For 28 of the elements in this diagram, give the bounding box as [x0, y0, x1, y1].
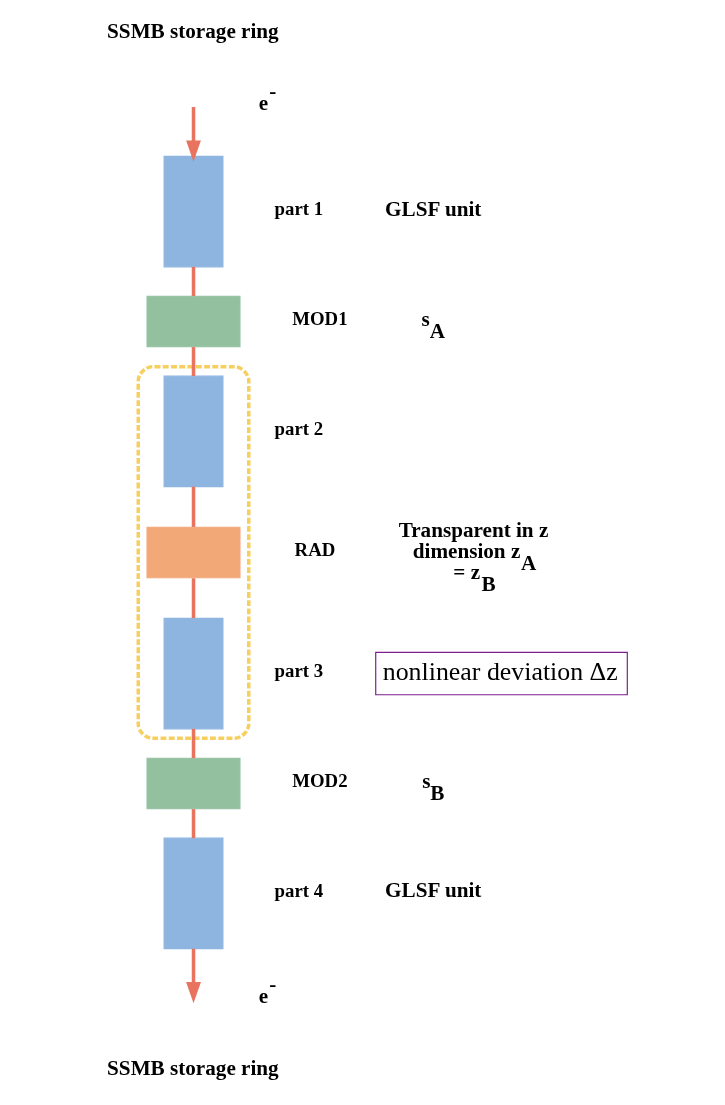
cluster: [136, 365, 251, 740]
node-label: MOD1: [292, 307, 348, 329]
arrow: [186, 107, 201, 162]
node-box: [146, 757, 241, 810]
label: SSMB storage ring: [107, 19, 279, 44]
node-label: MOD2: [292, 769, 348, 791]
label: GLSF unit: [385, 196, 482, 221]
connector: [191, 728, 196, 759]
connector: [191, 578, 196, 618]
node-label: part 2: [274, 417, 324, 439]
arrow: [186, 948, 201, 1004]
connector: [191, 486, 196, 527]
connector: [191, 809, 196, 839]
node-box: [146, 295, 241, 348]
node-label: part 4: [274, 879, 324, 901]
node-box: nonlinear deviation Δz: [375, 651, 628, 696]
label: GLSF unit: [385, 878, 482, 903]
node-label: part 3: [274, 659, 324, 681]
node-label: RAD: [294, 538, 336, 560]
connector: [191, 347, 196, 377]
node-box: [163, 155, 224, 268]
node-box: [146, 526, 241, 579]
label: SSMB storage ring: [107, 1055, 279, 1080]
node-label: part 1: [274, 197, 324, 219]
node-box: [163, 617, 224, 730]
node-box: [163, 837, 224, 950]
node-box: [163, 375, 224, 488]
connector: [191, 266, 196, 297]
